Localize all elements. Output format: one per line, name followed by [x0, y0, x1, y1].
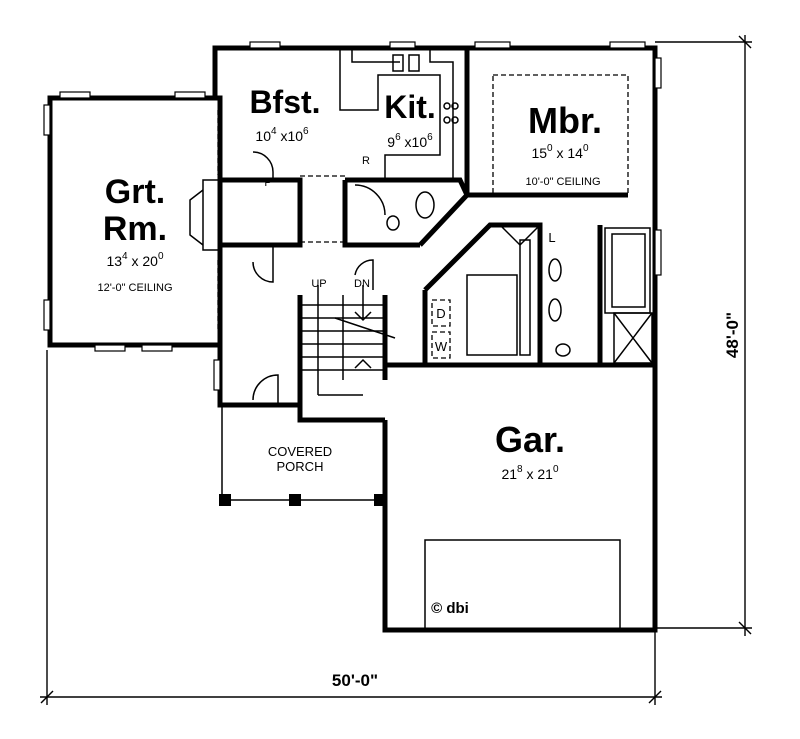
dryer-label: D	[436, 306, 445, 321]
svg-text:12'-0" CEILING: 12'-0" CEILING	[97, 282, 172, 294]
svg-text:Grt.: Grt.	[105, 173, 165, 211]
kitchen-label: Kit. 96 x106	[384, 89, 436, 150]
svg-text:10'-0" CEILING: 10'-0" CEILING	[525, 176, 600, 188]
garage-label: Gar. 218 x 210	[495, 419, 565, 482]
breakfast-label: Bfst. 104 x106	[249, 84, 320, 144]
dimension-lines	[40, 35, 752, 705]
bath-fixtures	[431, 224, 653, 364]
washer-label: W	[435, 339, 448, 354]
svg-text:104 x106: 104 x106	[255, 126, 309, 144]
kitchen-fixtures	[252, 50, 629, 283]
svg-text:Gar.: Gar.	[495, 419, 565, 460]
svg-text:218 x 210: 218 x 210	[501, 464, 559, 482]
stairs-down-label: DN	[354, 278, 370, 290]
svg-text:96 x106: 96 x106	[387, 132, 433, 150]
great-room-walls	[43, 91, 223, 352]
svg-text:Kit.: Kit.	[384, 89, 436, 125]
copyright: © dbi	[431, 600, 469, 617]
linen-label: L	[548, 230, 555, 245]
refrigerator-label: R	[362, 155, 370, 167]
depth-dimension: 48'-0"	[723, 312, 742, 358]
svg-text:Bfst.: Bfst.	[249, 84, 320, 120]
great-room-label: Grt. Rm. 134 x 200 12'-0" CEILING	[97, 173, 172, 294]
svg-text:Mbr.: Mbr.	[528, 100, 602, 141]
porch-label: COVERED PORCH	[268, 444, 332, 474]
stairs[interactable]	[300, 259, 396, 396]
svg-text:COVERED: COVERED	[268, 444, 332, 459]
great-room-size: 134 x 200	[106, 251, 164, 269]
svg-text:Rm.: Rm.	[103, 210, 167, 248]
garage-door	[424, 539, 621, 631]
svg-text:150 x 140: 150 x 140	[531, 143, 589, 161]
pantry-label: P	[264, 177, 271, 189]
master-bedroom-label: Mbr. 150 x 140 10'-0" CEILING	[525, 100, 602, 188]
width-dimension: 50'-0"	[332, 671, 378, 690]
covered-porch	[219, 374, 386, 506]
svg-text:PORCH: PORCH	[277, 459, 324, 474]
stairs-up-label: UP	[311, 278, 326, 290]
